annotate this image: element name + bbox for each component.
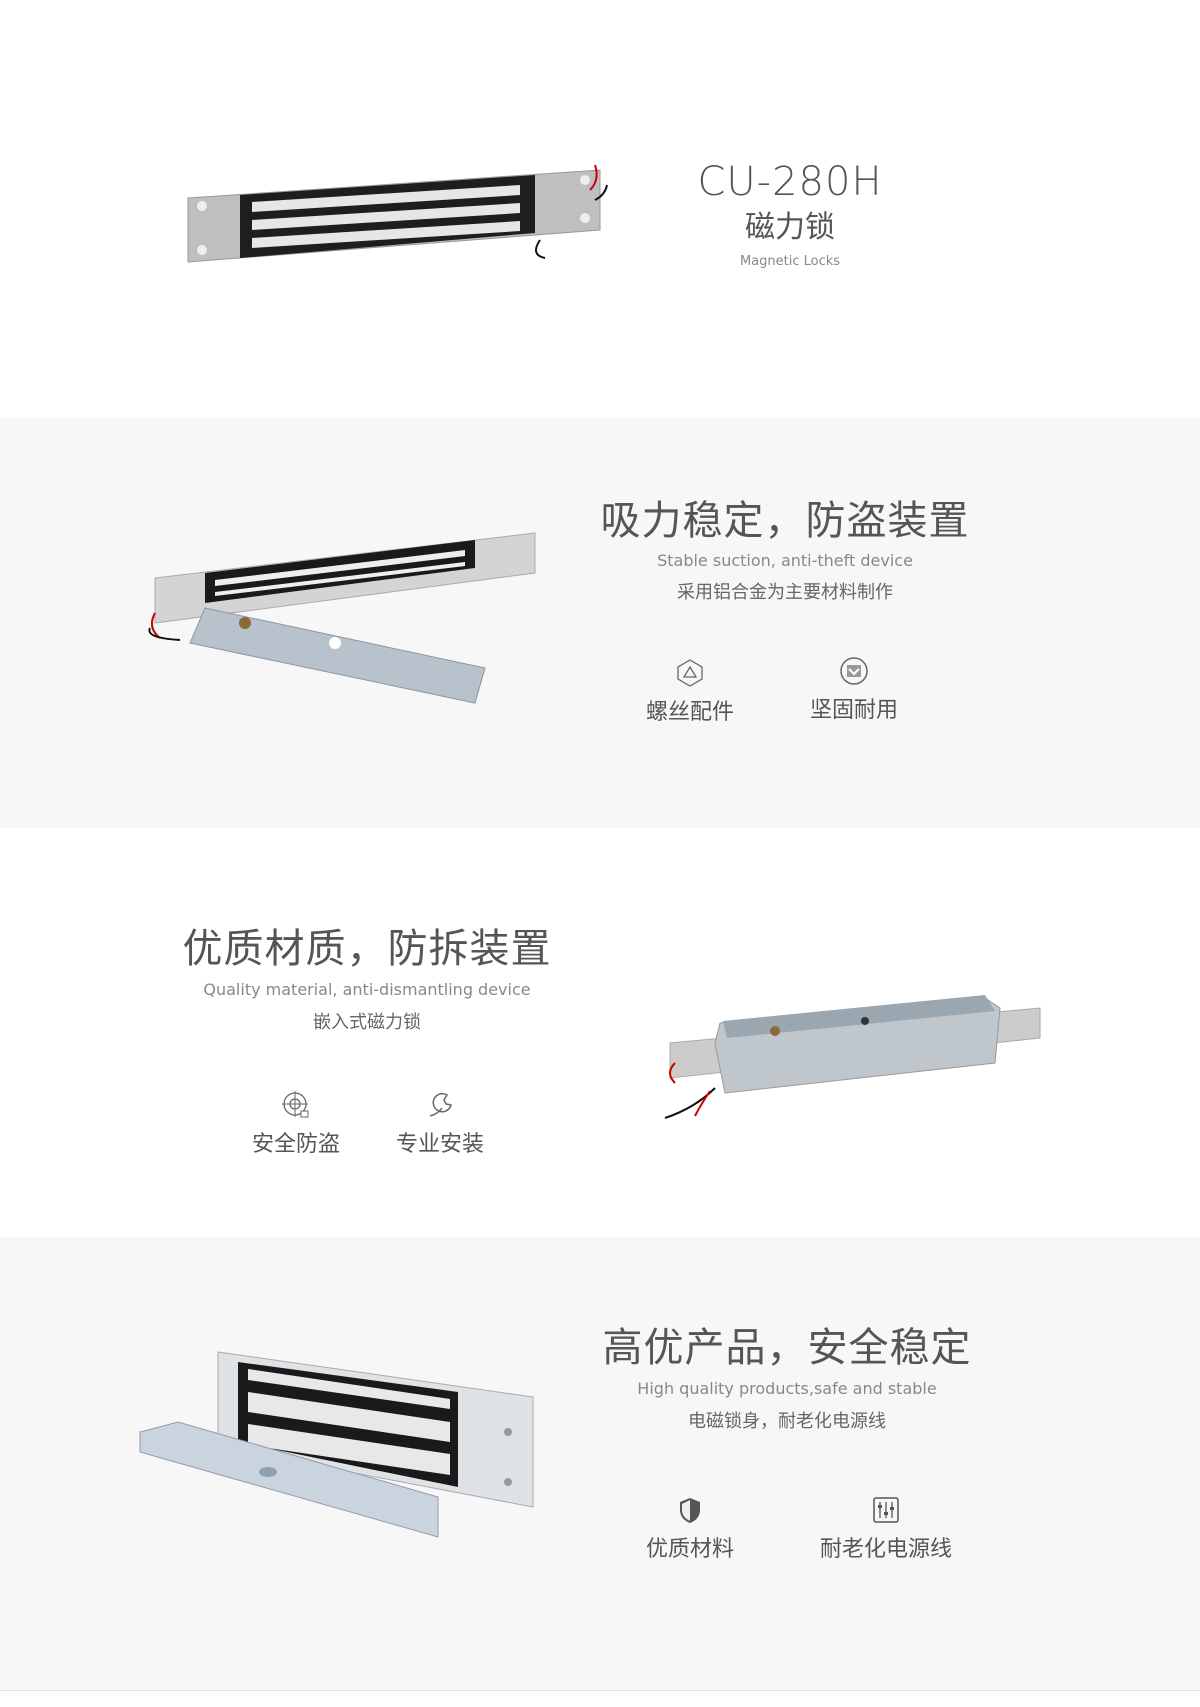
section-subtitle: Quality material, anti-dismantling devic…	[203, 980, 531, 999]
section-subtitle: High quality products,safe and stable	[637, 1379, 937, 1398]
surface-lock-with-plate-image	[139, 1351, 534, 1538]
wrench-icon	[429, 1092, 452, 1117]
section-desc: 采用铝合金为主要材料制作	[677, 582, 893, 603]
hero-section: CU-280H 磁力锁 Magnetic Locks	[0, 0, 1200, 418]
feature-label: 专业安装	[395, 1132, 485, 1157]
section-desc: 电磁锁身，耐老化电源线	[688, 1411, 886, 1432]
feature-section-1: 吸力稳定，防盗装置 Stable suction, anti-theft dev…	[0, 418, 1200, 828]
shield-badge-icon	[840, 657, 868, 685]
section-title: 吸力稳定，防盗装置	[600, 498, 970, 544]
feature-section-2: 优质材质，防拆装置 Quality material, anti-dismant…	[0, 828, 1200, 1237]
feature-item: 优质材料	[646, 1495, 734, 1563]
section-desc: 嵌入式磁力锁	[313, 1012, 421, 1033]
feature-item: 螺丝配件	[646, 658, 734, 726]
model-number: CU-280H	[697, 159, 883, 205]
feature-label: 优质材料	[645, 1537, 735, 1562]
feature-section-3: 高优产品，安全稳定 High quality products,safe and…	[0, 1237, 1200, 1690]
feature-item: 耐老化电源线	[820, 1495, 952, 1563]
magnetic-lock-image	[187, 164, 608, 263]
feature-item: 坚固耐用	[810, 656, 898, 724]
mortise-lock-image	[664, 995, 1041, 1119]
feature-label: 坚固耐用	[809, 698, 899, 723]
shield-icon	[679, 1498, 700, 1523]
product-name: 磁力锁	[745, 210, 835, 245]
hexagon-triangle-icon	[677, 659, 703, 687]
feature-item: 专业安装	[396, 1090, 484, 1158]
page-bottom-divider	[0, 1690, 1200, 1707]
feature-item: 安全防盗	[252, 1090, 340, 1158]
section-title: 优质材质，防拆装置	[182, 926, 552, 972]
section-subtitle: Stable suction, anti-theft device	[657, 551, 913, 570]
lock-with-armature-image	[148, 532, 536, 704]
product-name-en: Magnetic Locks	[739, 254, 841, 269]
feature-label: 螺丝配件	[645, 700, 735, 725]
section-title: 高优产品，安全稳定	[602, 1325, 972, 1371]
feature-label: 耐老化电源线	[819, 1537, 953, 1562]
feature-label: 安全防盗	[251, 1132, 341, 1157]
sliders-icon	[873, 1497, 899, 1523]
target-lock-icon	[281, 1091, 309, 1118]
